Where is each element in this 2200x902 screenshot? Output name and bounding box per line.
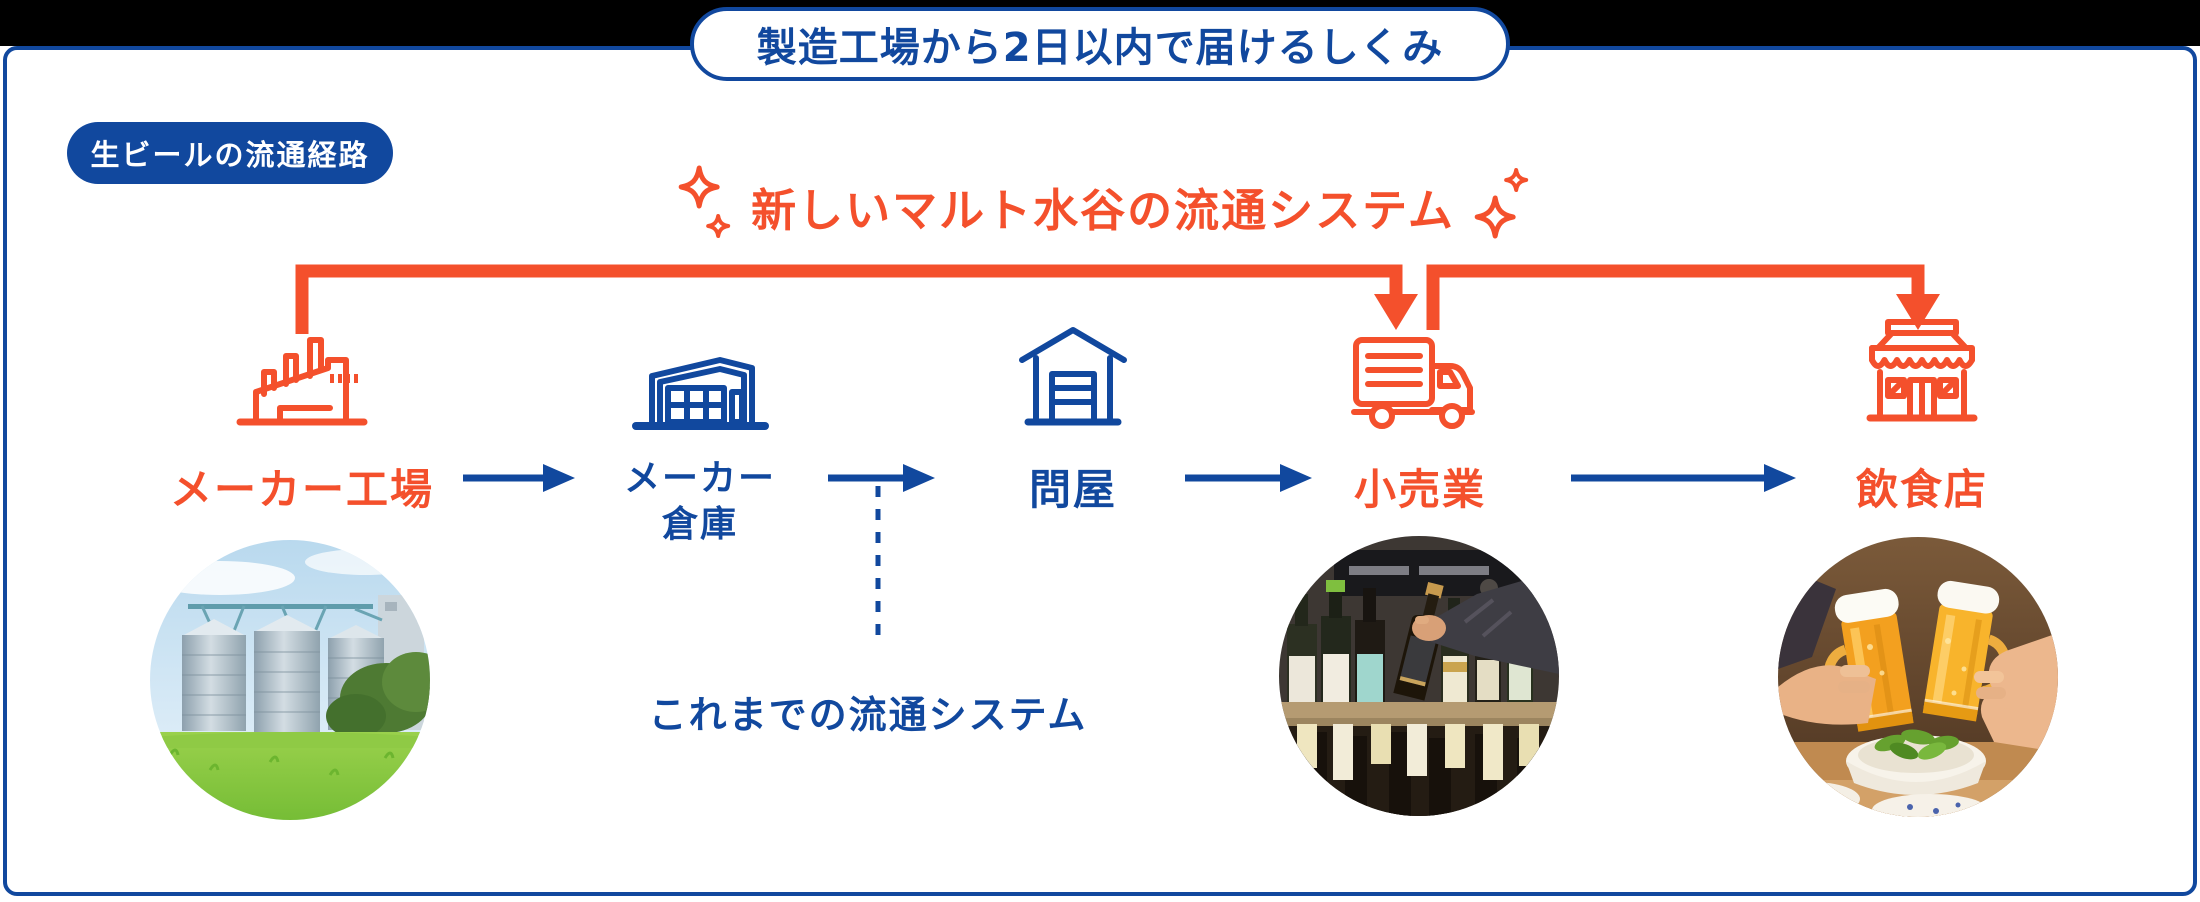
route-badge-label: 生ビールの流通経路 (90, 138, 370, 172)
sparkle-right-icon (1474, 168, 1528, 239)
banner-pill: 製造工場から2日以内で届けるしくみ (690, 7, 1510, 81)
sparkle-left-icon (678, 165, 731, 238)
storefront-icon (1866, 319, 1978, 422)
flow-arrow-wholesaler-to-retail (1185, 464, 1312, 492)
old-route-dotted-line (875, 486, 881, 642)
node-label-wholesaler: 問屋 (1028, 465, 1118, 514)
new-system-title-row: 新しいマルト水谷の流通システム (677, 164, 1529, 248)
factory-icon (236, 337, 368, 426)
node-label-maker-warehouse-line1: メーカー (623, 458, 777, 499)
flow-arrow-warehouse-to-wholesaler (828, 464, 935, 492)
warehouse-icon (632, 357, 769, 430)
node-label-maker-warehouse: メーカー 倉庫 (624, 456, 776, 548)
wine-shelf-photo (1279, 536, 1559, 816)
node-label-restaurant: 飲食店 (1855, 465, 1989, 514)
new-system-title: 新しいマルト水谷の流通システム (751, 183, 1455, 237)
node-label-retail: 小売業 (1353, 465, 1487, 514)
node-label-maker-factory: メーカー工場 (169, 465, 435, 514)
storage-shed-icon (1019, 327, 1127, 426)
route-badge: 生ビールの流通経路 (67, 122, 393, 184)
flow-arrow-retail-to-restaurant (1571, 464, 1796, 492)
node-label-maker-warehouse-line2: 倉庫 (661, 504, 739, 546)
beer-cheers-photo (1778, 537, 2058, 817)
flow-arrow-factory-to-warehouse (463, 464, 575, 492)
factory-silos-photo (150, 540, 430, 820)
old-system-label: これまでの流通システム (648, 693, 1088, 737)
banner-title: 製造工場から2日以内で届けるしくみ (756, 25, 1444, 71)
delivery-truck-icon (1351, 337, 1475, 429)
